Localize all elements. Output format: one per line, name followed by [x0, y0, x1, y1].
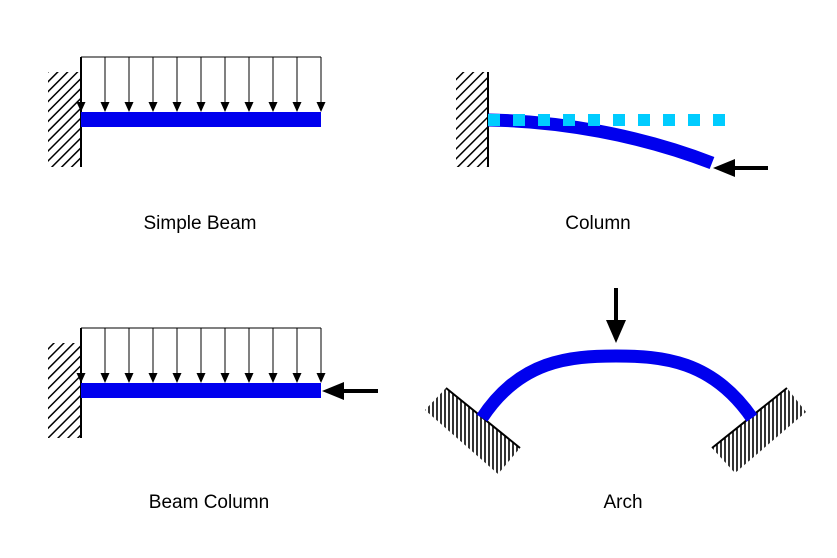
point-load-arrow [606, 288, 626, 343]
arrow-head [606, 320, 626, 343]
load-arrow-head [268, 102, 278, 112]
right-inclined-support-hatch [712, 388, 806, 473]
load-arrow-head [292, 102, 302, 112]
load-arrow-head [148, 373, 158, 383]
panel-label-column: Column [565, 213, 630, 234]
arch-panel: Arch [425, 288, 806, 513]
load-arrow-head [148, 102, 158, 112]
arch-member [476, 349, 758, 422]
load-arrow-head [172, 373, 182, 383]
fixed-wall-hatch [48, 343, 81, 438]
load-arrow-head [100, 102, 110, 112]
load-arrow-head [292, 373, 302, 383]
load-arrow-head [100, 373, 110, 383]
simple-beam-panel: Simple Beam [48, 56, 326, 234]
load-arrow-head [316, 102, 326, 112]
buckled-column-member [487, 113, 715, 170]
load-arrow-head [316, 373, 326, 383]
distributed-load [76, 327, 326, 383]
load-arrow-head [244, 102, 254, 112]
load-arrow-head [124, 102, 134, 112]
panel-label-arch: Arch [603, 492, 642, 513]
load-arrow-head [244, 373, 254, 383]
distributed-load [76, 56, 326, 112]
beam-member [81, 112, 321, 127]
load-arrow-head [196, 373, 206, 383]
panel-label-beam-column: Beam Column [149, 492, 269, 513]
panel-label-simple-beam: Simple Beam [144, 213, 257, 234]
axial-load-arrow [713, 159, 768, 177]
load-arrow-head [268, 373, 278, 383]
load-arrow-head [124, 373, 134, 383]
left-inclined-support-hatch [425, 388, 520, 474]
load-arrow-head [196, 102, 206, 112]
load-arrow-head [172, 102, 182, 112]
load-arrow-head [220, 373, 230, 383]
column-panel: Column [456, 72, 768, 234]
load-arrow-head [76, 102, 86, 112]
arrow-head [713, 159, 735, 177]
load-arrow-head [220, 102, 230, 112]
fixed-wall-hatch [48, 72, 81, 167]
beam-column-panel: Beam Column [48, 327, 378, 513]
arrow-head [322, 382, 344, 400]
load-arrow-head [76, 373, 86, 383]
beam-member [81, 383, 321, 398]
axial-load-arrow [322, 382, 378, 400]
fixed-wall-hatch [456, 72, 488, 167]
